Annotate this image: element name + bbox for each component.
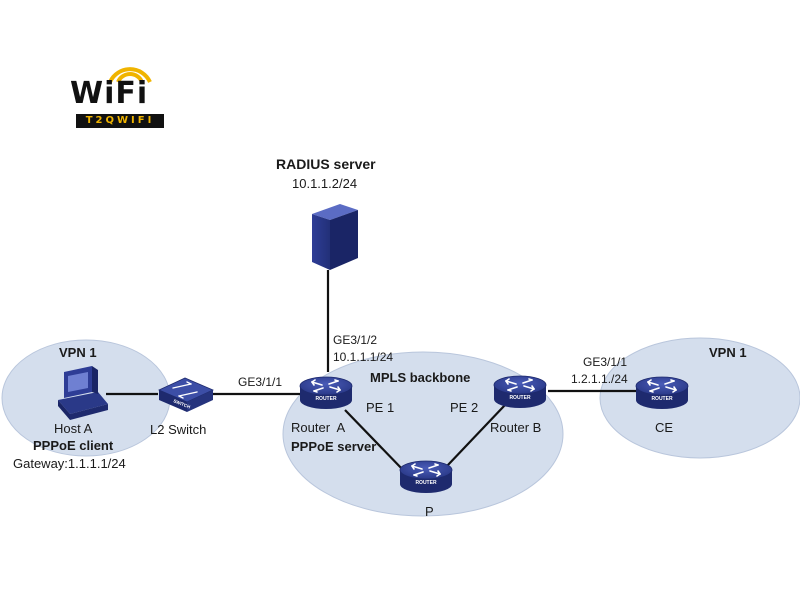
mpls-backbone-cloud (282, 351, 564, 517)
p-router-name: P (425, 504, 434, 519)
logo-tagline: T2QWIFI (76, 114, 164, 128)
router-a-iface-radius: GE3/1/2 (333, 333, 378, 347)
radius-ip: 10.1.1.2/24 (292, 176, 358, 191)
links (106, 270, 636, 473)
p-router-icon (399, 460, 453, 494)
vpn-right-cloud (599, 337, 800, 459)
switch-icon: SWITCH (158, 377, 214, 412)
radius-server-icon (312, 204, 358, 270)
router-b-pe: PE 2 (450, 400, 479, 415)
link-p-routerb (446, 404, 506, 467)
ce-router-icon (635, 376, 689, 410)
host-computer-icon (58, 366, 108, 420)
router-a-icon (299, 376, 353, 410)
wifi-signal-icon (108, 67, 152, 83)
host-gateway: Gateway:1.1.1.1/24 (13, 456, 126, 471)
router-b-iface-ip: 1.2.1.1./24 (571, 372, 628, 386)
router-a-iface-radius-ip: 10.1.1.1/24 (333, 350, 394, 364)
router-b-name: Router B (490, 420, 542, 435)
router-a-name: Router A (291, 420, 346, 435)
radius-title: RADIUS server (276, 156, 376, 172)
router-a-pe: PE 1 (366, 400, 395, 415)
switch-name: L2 Switch (150, 422, 207, 437)
router-b-icon (493, 375, 547, 409)
link-routera-p (344, 409, 406, 473)
wifi-logo: WiFi T2QWIFI (66, 64, 166, 134)
vpn-right-title: VPN 1 (709, 345, 747, 360)
vpn-left-title: VPN 1 (59, 345, 97, 360)
ce-name: CE (655, 420, 674, 435)
logo-name: WiFi (70, 76, 149, 111)
host-role: PPPoE client (33, 438, 114, 453)
backbone-title: MPLS backbone (370, 370, 471, 385)
router-b-iface: GE3/1/1 (583, 355, 628, 369)
switch-device-text: SWITCH (173, 398, 191, 409)
router-a-role: PPPoE server (291, 439, 377, 454)
host-name: Host A (54, 421, 93, 436)
router-a-iface-switch: GE3/1/1 (238, 375, 283, 389)
